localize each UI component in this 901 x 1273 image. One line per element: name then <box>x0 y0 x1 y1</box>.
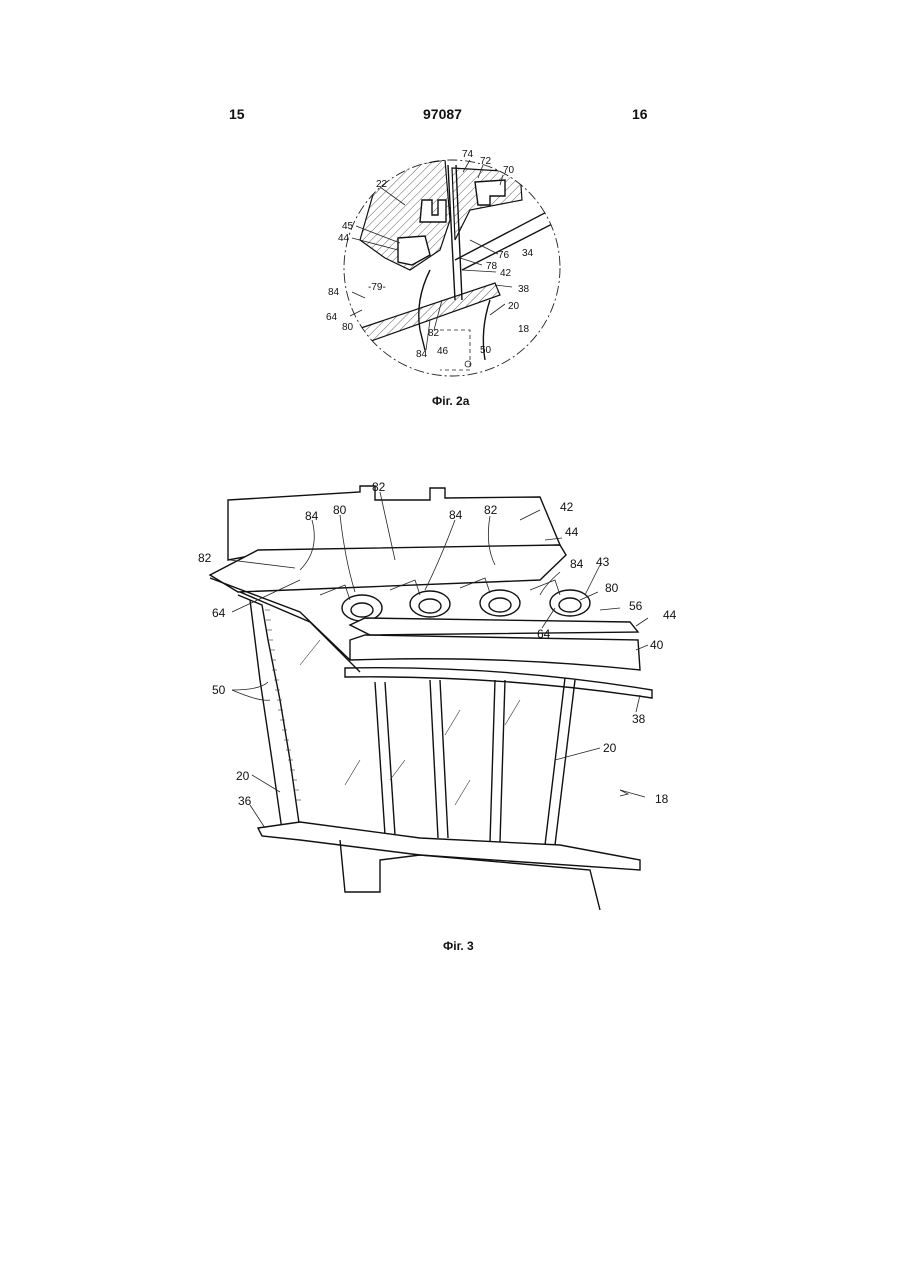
label-84-b: 84 <box>449 508 463 522</box>
label-82-b: 82 <box>484 503 498 517</box>
label-84-c: 84 <box>570 557 584 571</box>
rail-40 <box>350 635 640 670</box>
label-80-a: 80 <box>333 503 347 517</box>
label-20-left: 20 <box>236 769 250 783</box>
label-56: 56 <box>629 599 643 613</box>
label-64-left: 64 <box>212 606 226 620</box>
figure-3-caption: Фіг. 3 <box>443 939 474 953</box>
label-80-b: 80 <box>605 581 619 595</box>
label-38: 38 <box>632 712 646 726</box>
label-50: 50 <box>212 683 226 697</box>
label-64-center: 64 <box>537 627 551 641</box>
label-84-a: 84 <box>305 509 319 523</box>
label-20-right: 20 <box>603 741 617 755</box>
label-42: 42 <box>560 500 574 514</box>
label-43: 43 <box>596 555 610 569</box>
rail-44 <box>350 618 638 635</box>
film-cooling-holes <box>265 610 301 800</box>
label-44-top: 44 <box>565 525 579 539</box>
label-44-right: 44 <box>663 608 677 622</box>
label-36: 36 <box>238 794 252 808</box>
vanes <box>375 678 575 845</box>
label-40: 40 <box>650 638 664 652</box>
surface-shading <box>300 640 520 805</box>
label-82-left: 82 <box>198 551 212 565</box>
rail-38 <box>345 668 652 698</box>
inner-platform-36 <box>258 822 640 870</box>
label-82-top: 82 <box>372 480 386 494</box>
label-18: 18 <box>655 792 669 806</box>
